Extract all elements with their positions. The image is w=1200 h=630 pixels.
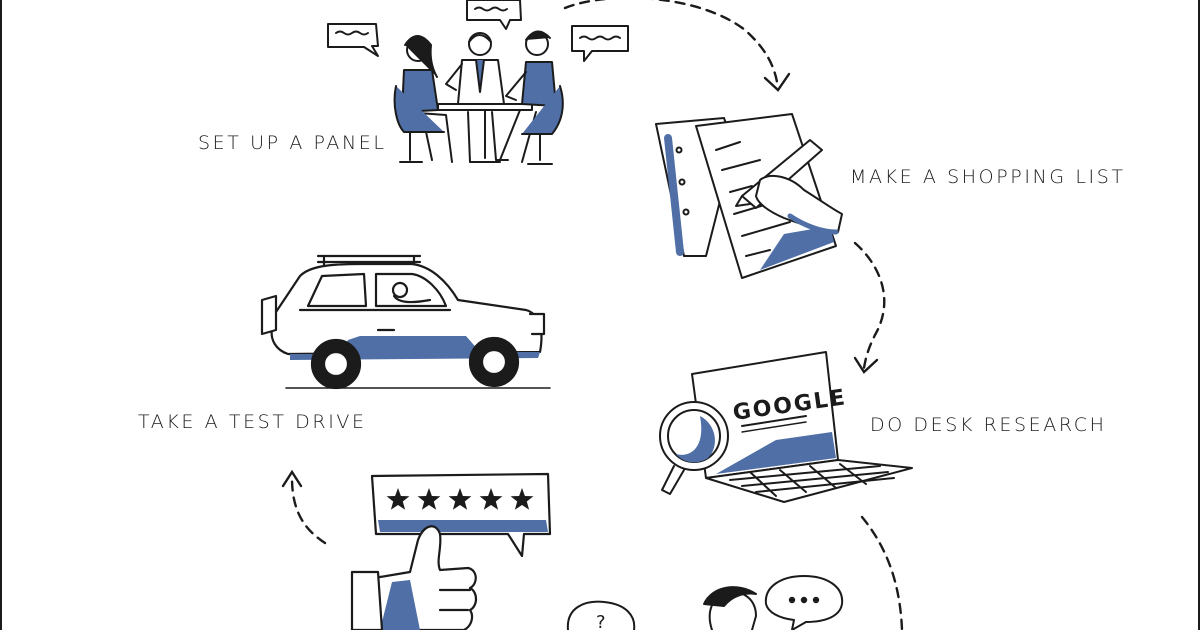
arrow-head-2 — [853, 356, 879, 374]
question-bubble-icon — [566, 600, 636, 630]
star-icon — [448, 488, 472, 510]
wheel-icon — [310, 338, 362, 390]
arrow-head-4 — [281, 469, 303, 488]
desk-research-scene — [659, 351, 913, 503]
step-label-test-drive: TAKE A TEST DRIVE — [138, 411, 367, 433]
arrow-desk-to-next — [860, 515, 904, 630]
thumbs-up-icon — [350, 525, 478, 630]
shopping-list-scene — [655, 113, 843, 279]
arrow-shopping-to-desk — [853, 241, 886, 370]
star-icon — [510, 488, 534, 510]
svg-text:?: ? — [596, 612, 606, 630]
review-scene — [350, 472, 552, 630]
flow-arrows — [281, 0, 904, 630]
arrow-panel-to-shopping — [563, 0, 780, 90]
speech-bubble-icon — [466, 0, 522, 30]
step-label-desk-research: DO DESK RESEARCH — [870, 414, 1107, 436]
star-icon — [386, 488, 410, 510]
star-icon — [479, 488, 503, 510]
speech-bubble-icon — [327, 23, 379, 57]
star-icon — [417, 488, 441, 510]
arrow-head-1 — [763, 72, 791, 92]
car-scene — [260, 254, 551, 390]
rating-stars — [386, 488, 534, 510]
panel-scene — [327, 0, 629, 165]
step-label-panel: SET UP A PANEL — [198, 132, 387, 154]
rating-bubble — [370, 472, 552, 558]
wheel-icon — [468, 336, 520, 388]
arrow-review-to-drive — [290, 476, 327, 545]
step-label-shopping-list: MAKE A SHOPPING LIST — [850, 166, 1126, 188]
speech-bubble-icon — [571, 25, 629, 62]
magnifier-icon — [659, 401, 729, 495]
discussion-scene: ? — [566, 575, 844, 630]
